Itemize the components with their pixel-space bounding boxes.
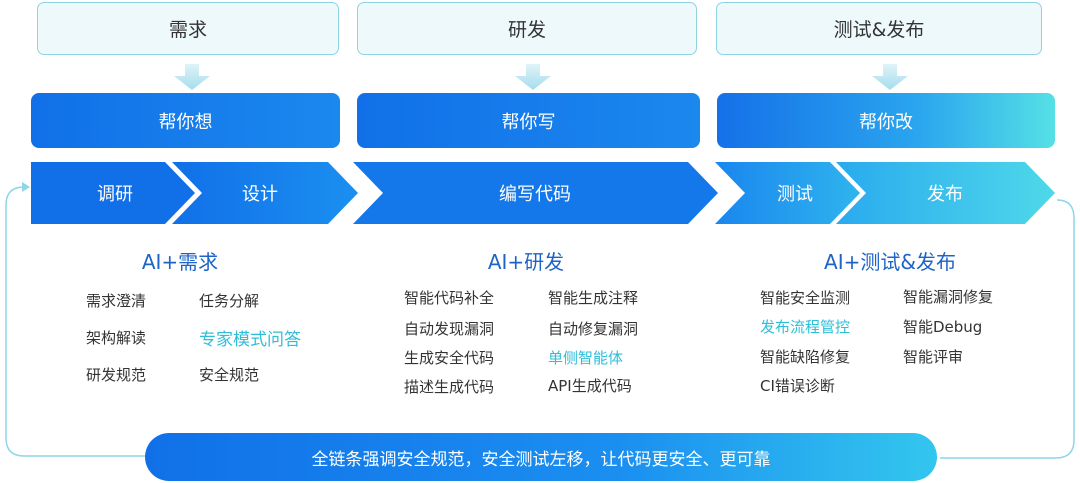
list-item: 自动发现漏洞 — [404, 320, 495, 338]
step-label: 编写代码 — [499, 184, 571, 205]
column-title: AI+测试&发布 — [824, 250, 956, 274]
down-arrow-icon — [872, 64, 908, 90]
list-item-highlight: 发布流程管控 — [760, 318, 851, 336]
step-label: 调研 — [97, 184, 133, 205]
down-arrow-icon — [174, 64, 210, 90]
list-item: 自动修复漏洞 — [548, 320, 639, 338]
step-label: 发布 — [927, 184, 963, 205]
helper-fix: 帮你改 — [717, 93, 1055, 148]
helper-think: 帮你想 — [31, 93, 340, 148]
list-item: 生成安全代码 — [404, 349, 495, 367]
list-item: 描述生成代码 — [404, 378, 495, 396]
chevron-research — [31, 162, 195, 224]
list-item-highlight: 专家模式问答 — [199, 330, 301, 350]
list-item-highlight: 单侧智能体 — [548, 349, 624, 367]
footer-banner: 全链条强调安全规范，安全测试左移，让代码更安全、更可靠 — [145, 433, 937, 481]
list-item: 智能Debug — [903, 318, 983, 336]
chevron-design — [172, 162, 358, 224]
list-item: 研发规范 — [86, 366, 147, 384]
chevron-testing — [715, 162, 860, 224]
process-chevrons — [31, 162, 1055, 224]
list-item: 智能代码补全 — [404, 289, 495, 307]
list-item: 智能安全监测 — [760, 289, 851, 307]
column-title: AI+研发 — [487, 250, 565, 274]
step-label: 设计 — [242, 184, 278, 205]
list-item: 安全规范 — [199, 366, 260, 384]
list-item: 智能评审 — [903, 348, 964, 366]
chevron-release — [836, 162, 1055, 224]
list-item: 需求澄清 — [86, 292, 147, 310]
list-item: 架构解读 — [86, 329, 147, 347]
list-item: 智能缺陷修复 — [760, 348, 851, 366]
down-arrow-icon — [515, 64, 551, 90]
chevron-coding — [353, 162, 718, 224]
stage-development: 研发 — [357, 2, 697, 55]
list-item: 智能生成注释 — [548, 289, 639, 307]
helper-write: 帮你写 — [357, 93, 700, 148]
stage-requirements: 需求 — [37, 2, 339, 55]
stage-test-release: 测试&发布 — [716, 2, 1042, 55]
column-title: AI+需求 — [141, 250, 219, 274]
list-item: API生成代码 — [548, 377, 632, 395]
list-item: 任务分解 — [199, 292, 260, 310]
list-item: 智能漏洞修复 — [903, 288, 994, 306]
list-item: CI错误诊断 — [760, 377, 835, 395]
step-label: 测试 — [777, 184, 813, 205]
